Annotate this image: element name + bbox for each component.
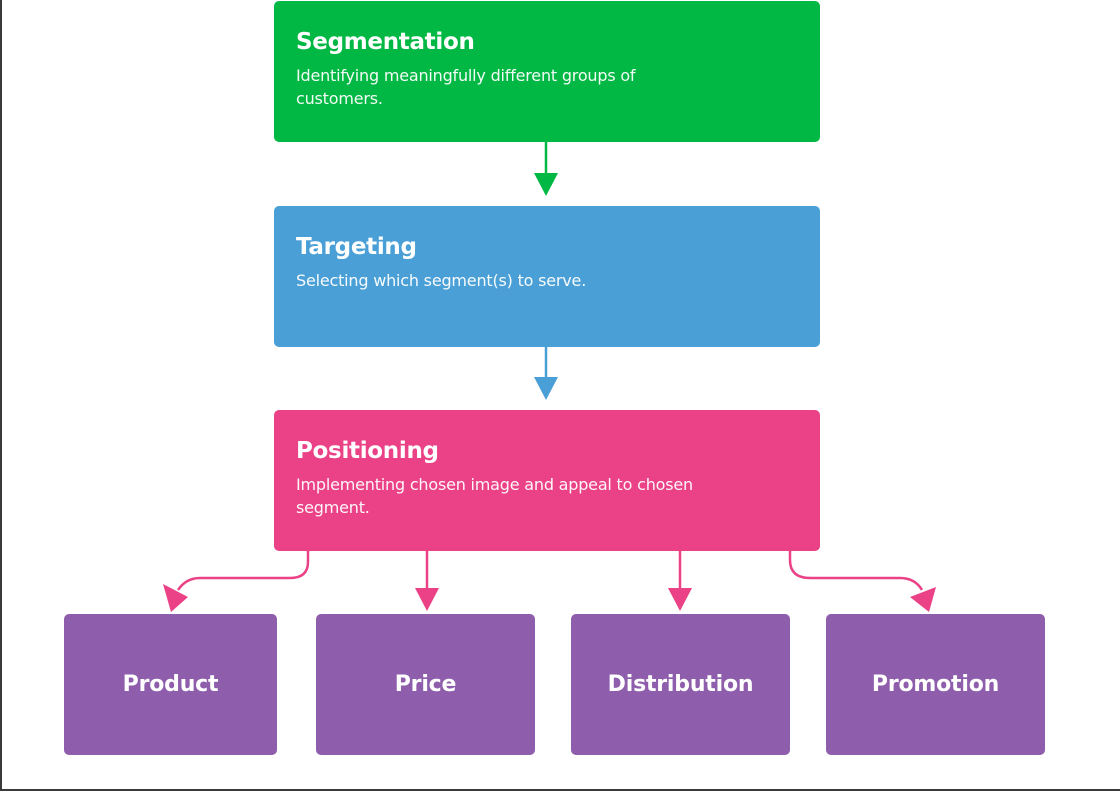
promotion-box: Promotion [826,614,1045,755]
segmentation-box: Segmentation Identifying meaningfully di… [274,1,820,142]
positioning-description: Implementing chosen image and appeal to … [296,475,693,517]
price-label: Price [394,672,457,697]
targeting-box: Targeting Selecting which segment(s) to … [274,206,820,347]
distribution-label: Distribution [607,672,754,697]
arrow-positioning-to-product [163,550,310,612]
arrow-positioning-to-price [415,550,439,611]
price-box: Price [316,614,535,755]
distribution-box: Distribution [571,614,790,755]
product-label: Product [122,672,219,697]
positioning-title: Positioning [296,438,439,464]
product-box: Product [64,614,277,755]
targeting-description: Selecting which segment(s) to serve. [296,271,587,290]
targeting-title: Targeting [296,234,417,260]
frame-border-left [0,0,2,791]
positioning-box: Positioning Implementing chosen image an… [274,410,820,551]
arrow-positioning-to-distribution [668,550,692,611]
arrow-positioning-to-promotion [788,550,936,612]
arrow-segmentation-to-targeting [534,142,558,196]
promotion-label: Promotion [871,672,1000,697]
arrow-targeting-to-positioning [534,347,558,400]
frame-border-bottom [0,789,1120,791]
segmentation-description: Identifying meaningfully different group… [296,66,636,108]
segmentation-title: Segmentation [296,29,475,55]
